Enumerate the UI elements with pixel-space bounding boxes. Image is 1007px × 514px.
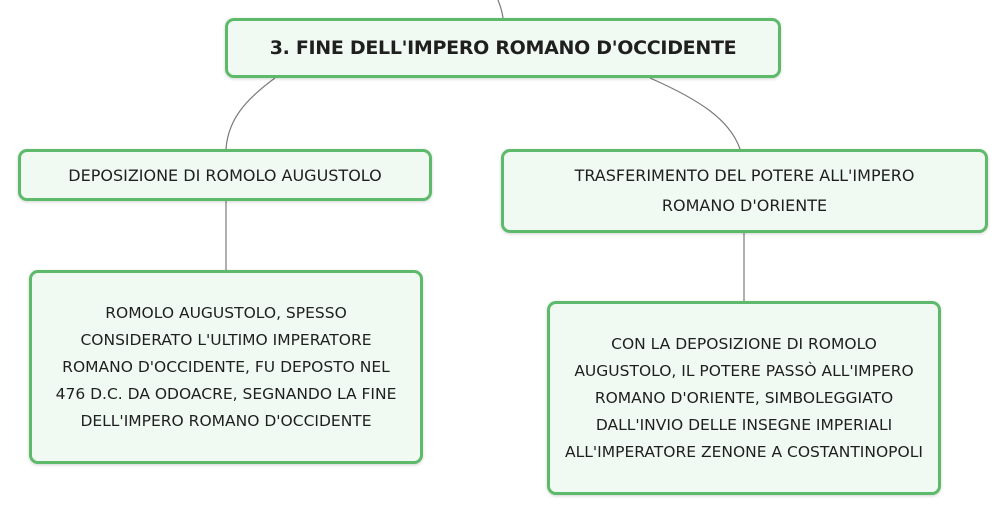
root-topic-label: 3. FINE DELL'IMPERO ROMANO D'OCCIDENTE: [269, 37, 737, 59]
detail-trasferimento-text: CON LA DEPOSIZIONE DI ROMOLO AUGUSTOLO, …: [565, 334, 923, 461]
connector-parent-to-root: [497, 0, 504, 19]
connector-root-to-right-topic: [649, 77, 741, 150]
detail-trasferimento[interactable]: CON LA DEPOSIZIONE DI ROMOLO AUGUSTOLO, …: [547, 301, 941, 495]
topic-trasferimento-label: TRASFERIMENTO DEL POTERE ALL'IMPERO ROMA…: [574, 166, 915, 215]
topic-deposizione[interactable]: DEPOSIZIONE DI ROMOLO AUGUSTOLO: [18, 149, 432, 201]
root-topic[interactable]: 3. FINE DELL'IMPERO ROMANO D'OCCIDENTE: [225, 18, 781, 78]
topic-deposizione-label: DEPOSIZIONE DI ROMOLO AUGUSTOLO: [68, 165, 382, 185]
topic-trasferimento[interactable]: TRASFERIMENTO DEL POTERE ALL'IMPERO ROMA…: [501, 149, 988, 233]
detail-deposizione-text: ROMOLO AUGUSTOLO, SPESSO CONSIDERATO L'U…: [55, 303, 397, 430]
detail-deposizione[interactable]: ROMOLO AUGUSTOLO, SPESSO CONSIDERATO L'U…: [29, 270, 423, 464]
connector-root-to-left-topic: [225, 77, 276, 150]
